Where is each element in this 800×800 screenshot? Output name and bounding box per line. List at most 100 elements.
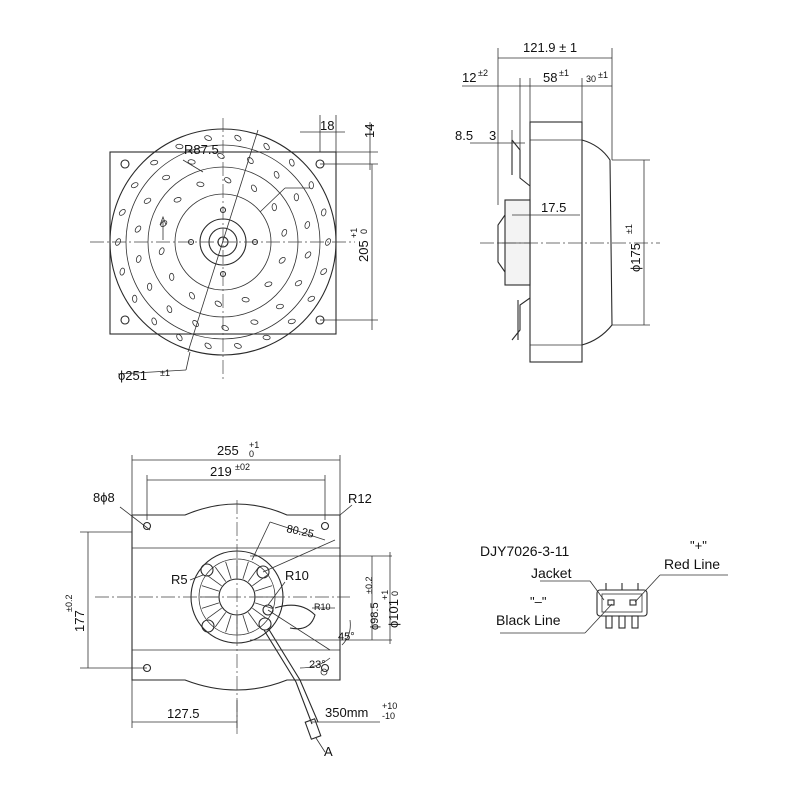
bottom-view: 255 +1 0 219 ±02 8ϕ8 R12 80.25 R5 R10 R1… — [64, 440, 401, 759]
connector-detail: DJY7026-3-11 Jacket "+" Red Line "–" Bla… — [480, 538, 728, 634]
bolt-boss — [200, 563, 214, 577]
dia-101-dn: 0 — [390, 591, 400, 596]
mount-hole — [320, 521, 330, 531]
blade-slot — [234, 134, 242, 142]
dim-14-label: 14 — [362, 124, 377, 138]
blade-slot — [304, 251, 312, 259]
leader-line — [189, 574, 204, 581]
blade-slot — [293, 193, 300, 202]
motor-fin — [242, 561, 249, 580]
leader-line — [339, 504, 353, 516]
blade-slot — [264, 281, 273, 287]
blade-slot — [294, 280, 303, 287]
dimension-line — [269, 521, 326, 541]
blade-slot — [214, 300, 222, 307]
dim-18-label: 18 — [320, 118, 334, 133]
r10-label: R10 — [285, 568, 309, 583]
angle-45-label: 45° — [338, 631, 355, 643]
blade-slots — [114, 134, 332, 350]
blade-slot — [119, 267, 125, 276]
mount-hole — [142, 521, 152, 531]
motor-fin — [252, 607, 268, 620]
angle-marker — [320, 668, 328, 676]
leader-line — [117, 369, 187, 375]
dia-101-up: +1 — [380, 590, 390, 600]
dia-985-tol: ±0.2 — [364, 577, 374, 594]
dimension-line — [251, 521, 271, 561]
dim-30-tol: ±1 — [598, 70, 608, 80]
width-219-tol: ±02 — [235, 462, 250, 472]
dim-1275-label: 127.5 — [167, 706, 200, 721]
blade-slot — [287, 318, 296, 325]
leader-line — [259, 187, 286, 213]
motor-fin — [225, 561, 232, 580]
blade-slot — [271, 203, 277, 212]
back-plate — [511, 297, 531, 341]
blade-slot — [130, 182, 139, 189]
blade-slot — [250, 319, 259, 325]
motor-fin — [254, 585, 273, 592]
motor-fin — [214, 566, 227, 582]
motor-fin — [242, 614, 249, 633]
flange-plate — [131, 503, 341, 691]
blade-slot — [308, 181, 314, 190]
leader-line — [634, 574, 661, 603]
blade-slot — [143, 197, 152, 204]
blade-slot — [221, 325, 229, 331]
blade-slot — [324, 238, 332, 246]
blade-slot — [134, 225, 142, 233]
width-255-up: +1 — [249, 440, 259, 450]
motor-fin — [247, 612, 260, 628]
dim-175-tol: ±1 — [624, 224, 634, 234]
height-177-tol: ±0.2 — [64, 595, 74, 612]
overall-label: 121.9 ± 1 — [523, 40, 577, 55]
cable — [263, 629, 313, 725]
r-outer-label: R87.5 — [184, 142, 219, 157]
label-a: A — [324, 744, 333, 759]
blade-slot — [278, 256, 286, 264]
cable-boss — [274, 604, 316, 630]
blade-slot — [247, 157, 254, 164]
cable-dn: -10 — [382, 711, 395, 721]
connector-pin — [631, 615, 639, 629]
dim-58-label: 58 — [543, 70, 557, 85]
motor-cap — [497, 214, 506, 273]
blade-slot — [146, 282, 153, 291]
connector-pin — [605, 615, 613, 629]
blade-slot — [166, 305, 173, 314]
blade-slot — [118, 209, 126, 216]
blade-slot — [320, 268, 328, 275]
dim-205-label: 205 — [356, 240, 371, 262]
dim-85-label: 8.5 — [455, 128, 473, 143]
blade-slot — [188, 291, 196, 300]
blade-slot — [196, 181, 205, 187]
blade-slot — [275, 303, 284, 310]
front-view: R87.5 ϕ251 ±1 18 14 205 +1 0 — [90, 115, 378, 383]
motor-fin — [214, 612, 227, 628]
blade-slot — [289, 158, 295, 167]
dia-985-label: ϕ98.5 — [369, 602, 381, 630]
jacket-label: Jacket — [531, 565, 572, 581]
impeller-body — [529, 121, 583, 363]
holes-label: 8ϕ8 — [93, 490, 115, 505]
blade-slot — [321, 208, 327, 217]
blade-slot — [162, 174, 171, 181]
bolt-boss — [201, 619, 215, 633]
blade-slot — [204, 342, 212, 350]
contact-slot — [607, 599, 615, 606]
connector-face — [601, 593, 643, 613]
leader-line — [185, 351, 191, 371]
red-line-label: Red Line — [664, 556, 720, 572]
bolt-boss — [258, 617, 272, 631]
leader-line — [119, 506, 151, 531]
blade-slot — [262, 334, 271, 341]
minus-label: "–" — [530, 594, 547, 609]
blade-slot — [307, 295, 316, 302]
blade-slot — [263, 142, 270, 151]
blade-slot — [304, 221, 311, 229]
width-255-dn: 0 — [249, 449, 254, 459]
black-line-label: Black Line — [496, 612, 561, 628]
dia-outer-label: ϕ251 — [118, 368, 147, 383]
